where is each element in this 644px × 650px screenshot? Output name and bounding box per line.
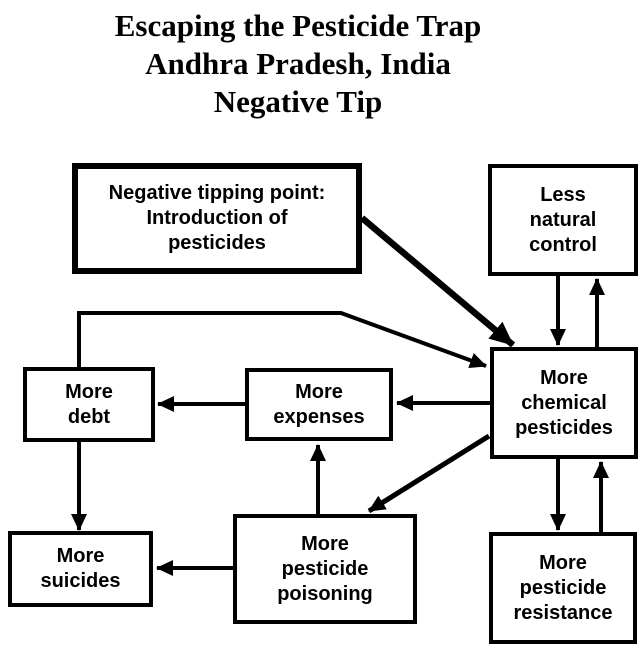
node-more-pesticide-poisoning: More pesticide poisoning <box>233 514 417 624</box>
diagram-title: Escaping the Pesticide Trap Andhra Prade… <box>114 8 482 119</box>
node-negative-tipping-point: Negative tipping point: Introduction of … <box>72 163 362 274</box>
arrow-debt-to-chemical-pesticides <box>77 311 487 369</box>
node-more-chemical-pesticides: More chemical pesticides <box>490 347 638 459</box>
arrow-tipping-point-to-chemical-pesticides <box>359 215 516 348</box>
arrow-chemical-pesticides-to-poisoning <box>367 433 491 514</box>
node-more-expenses: More expenses <box>245 368 393 441</box>
node-less-natural-control: Less natural control <box>488 164 638 276</box>
node-more-pesticide-resistance: More pesticide resistance <box>489 532 637 644</box>
node-more-debt: More debt <box>23 367 155 442</box>
node-more-suicides: More suicides <box>8 531 153 607</box>
